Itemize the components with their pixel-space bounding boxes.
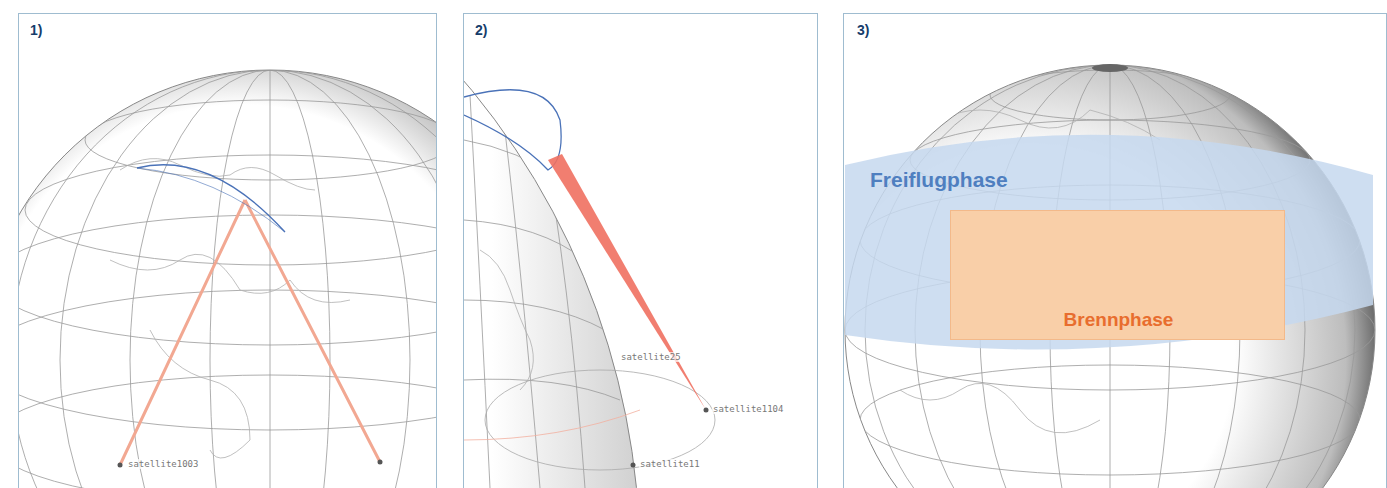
panel-number: 1) [30, 22, 42, 38]
free-flight-band: FreiflugphaseBrennphase [845, 120, 1375, 370]
satellite-label: satellite11 [639, 459, 701, 469]
panel-number: 2) [475, 22, 487, 38]
satellite-label: satellite1104 [712, 404, 784, 414]
satellite-label: satellite25 [620, 352, 682, 362]
burn-phase-box: Brennphase [950, 210, 1285, 340]
panel-number: 3) [857, 22, 869, 38]
phase-label: Freiflugphase [870, 168, 1008, 192]
phase-label: Brennphase [1064, 309, 1174, 331]
satellite-label: satellite1003 [127, 459, 199, 469]
